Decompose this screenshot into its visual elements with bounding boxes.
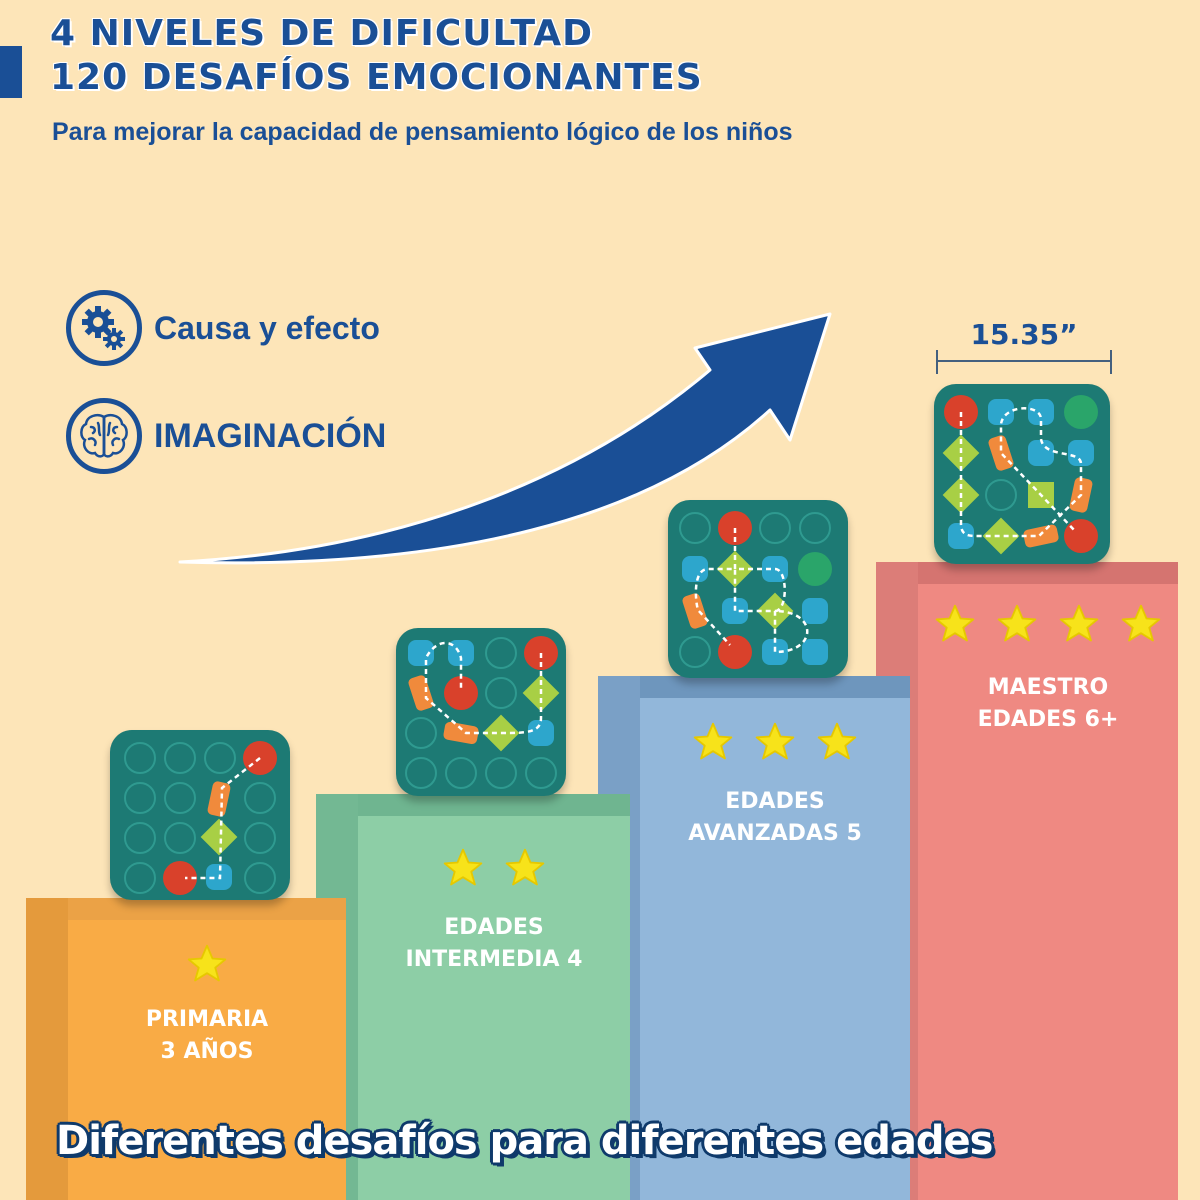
level-age: AVANZADAS 5 bbox=[688, 821, 862, 846]
level-age: EDADES 6+ bbox=[977, 707, 1119, 732]
growth-arrow-icon bbox=[178, 312, 832, 565]
feature-imagination: IMAGINACIÓN bbox=[66, 398, 386, 474]
feature-cause-effect: Causa y efecto bbox=[66, 290, 380, 366]
star-icon bbox=[1059, 604, 1099, 642]
page-subtitle: Para mejorar la capacidad de pensamiento… bbox=[52, 118, 793, 146]
dimension-tick-left bbox=[936, 350, 938, 374]
puzzle-board-level-3 bbox=[668, 500, 848, 678]
puzzle-board-level-2 bbox=[396, 628, 566, 796]
brain-icon bbox=[66, 398, 142, 474]
star-rating-1 bbox=[68, 942, 346, 986]
footer-tagline: Diferentes desafíos para diferentes edad… bbox=[56, 1118, 993, 1164]
gears-icon bbox=[66, 290, 142, 366]
level-age: 3 AÑOS bbox=[160, 1039, 254, 1064]
level-block-advanced: EDADES AVANZADAS 5 bbox=[598, 676, 910, 1200]
star-icon bbox=[187, 944, 227, 982]
level-label: PRIMARIA 3 AÑOS bbox=[68, 1004, 346, 1068]
title-line-1: 4 NIVELES DE DIFICULTAD bbox=[50, 13, 593, 54]
star-icon bbox=[755, 722, 795, 760]
title-accent-bar bbox=[0, 46, 22, 98]
puzzle-board-level-1 bbox=[110, 730, 290, 900]
level-label: EDADES INTERMEDIA 4 bbox=[358, 912, 630, 976]
title-line-2: 120 DESAFÍOS EMOCIONANTES bbox=[50, 57, 703, 98]
star-icon bbox=[505, 848, 545, 886]
level-name: PRIMARIA bbox=[145, 1007, 269, 1032]
star-icon bbox=[443, 848, 483, 886]
level-label: MAESTRO EDADES 6+ bbox=[918, 672, 1178, 736]
star-icon bbox=[1121, 604, 1161, 642]
level-age: INTERMEDIA 4 bbox=[405, 947, 583, 972]
level-block-primary: PRIMARIA 3 AÑOS bbox=[26, 898, 346, 1200]
level-name: EDADES bbox=[444, 915, 544, 940]
page-title: 4 NIVELES DE DIFICULTAD 120 DESAFÍOS EMO… bbox=[50, 12, 703, 100]
star-rating-3 bbox=[640, 720, 910, 764]
star-icon bbox=[997, 604, 1037, 642]
dimension-label: 15.35” bbox=[970, 318, 1078, 351]
star-rating-2 bbox=[358, 846, 630, 890]
level-name: EDADES bbox=[725, 789, 825, 814]
puzzle-board-level-4 bbox=[934, 384, 1110, 564]
star-rating-4 bbox=[918, 602, 1178, 646]
level-label: EDADES AVANZADAS 5 bbox=[640, 786, 910, 850]
dimension-tick-right bbox=[1110, 350, 1112, 374]
star-icon bbox=[817, 722, 857, 760]
dimension-line bbox=[936, 360, 1112, 362]
level-name: MAESTRO bbox=[987, 675, 1109, 700]
feature-label: IMAGINACIÓN bbox=[154, 416, 387, 455]
feature-label: Causa y efecto bbox=[154, 309, 380, 346]
star-icon bbox=[935, 604, 975, 642]
level-block-master: MAESTRO EDADES 6+ bbox=[876, 562, 1178, 1200]
star-icon bbox=[693, 722, 733, 760]
